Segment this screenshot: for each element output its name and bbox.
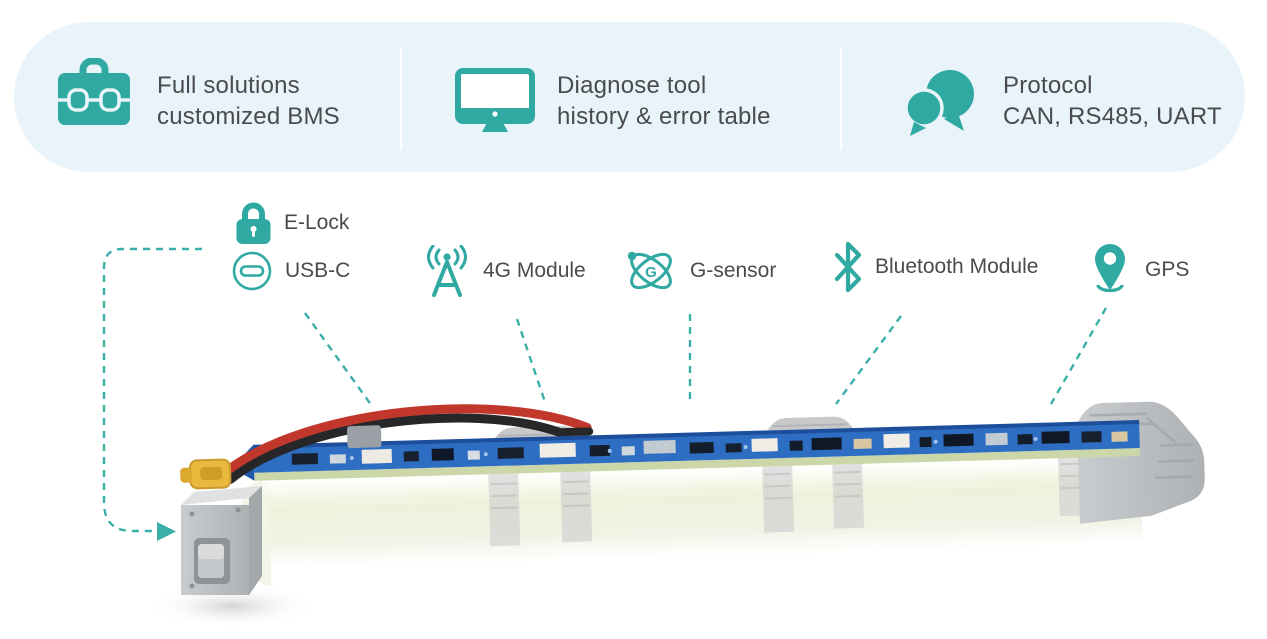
banner-item-2-line1: Diagnose tool	[557, 72, 707, 99]
callout-g-sensor: G G-sensor	[625, 248, 776, 294]
callout-label: GPS	[1145, 258, 1190, 281]
banner-item-1-text: Full solutions customized BMS	[157, 70, 340, 132]
left-mount-bracket	[181, 486, 262, 595]
banner-item-2-line2: history & error table	[557, 103, 771, 130]
pcb-components	[291, 431, 1128, 465]
leader-gps	[1049, 307, 1108, 405]
leader-4g-module	[515, 318, 547, 403]
callout-4g-module: 4G Module	[424, 245, 586, 297]
leader-elock-usbc-long	[102, 247, 202, 533]
briefcase-icon	[58, 58, 130, 125]
arrow-head-icon	[157, 522, 176, 541]
banner-item-1-line1: Full solutions	[157, 72, 300, 99]
g-sensor-letter: G	[645, 264, 657, 281]
usb-c-icon	[232, 251, 272, 291]
callout-usb-c: USB-C	[232, 251, 350, 291]
lock-icon	[236, 202, 271, 244]
monitor-icon	[455, 68, 535, 132]
xt60-connector	[180, 458, 232, 490]
callout-label: USB-C	[285, 259, 351, 282]
banner-item-3-line1: Protocol	[1003, 72, 1093, 99]
leader-elock-usbc-short	[304, 312, 373, 407]
gps-pin-icon	[1095, 244, 1125, 293]
g-sensor-icon: G	[627, 251, 672, 290]
banner-item-2-text: Diagnose tool history & error table	[557, 70, 771, 132]
antenna-4g-icon	[427, 245, 467, 297]
callout-e-lock: E-Lock	[236, 201, 349, 245]
board-left-heatsink	[347, 425, 382, 449]
feature-banner: Full solutions customized BMS Diagnose t…	[14, 22, 1245, 172]
callout-label: E-Lock	[284, 211, 350, 234]
leader-bluetooth	[835, 315, 902, 405]
callout-bluetooth: Bluetooth Module	[834, 241, 1038, 293]
banner-item-1-line2: customized BMS	[157, 103, 340, 130]
banner-item-3-text: Protocol CAN, RS485, UART	[1003, 70, 1222, 132]
callout-label: G-sensor	[690, 259, 777, 282]
bluetooth-icon	[834, 241, 862, 293]
banner-divider-1	[400, 48, 402, 150]
banner-divider-2	[840, 48, 842, 150]
callout-label: Bluetooth Module	[875, 255, 1039, 278]
callout-label: 4G Module	[483, 259, 586, 282]
banner-item-3-line2: CAN, RS485, UART	[1003, 103, 1222, 130]
chat-bubbles-icon	[904, 70, 974, 136]
battery-assembly	[180, 401, 1205, 587]
power-switch	[194, 538, 230, 584]
power-wires	[221, 404, 594, 484]
callout-gps: GPS	[1088, 242, 1189, 298]
